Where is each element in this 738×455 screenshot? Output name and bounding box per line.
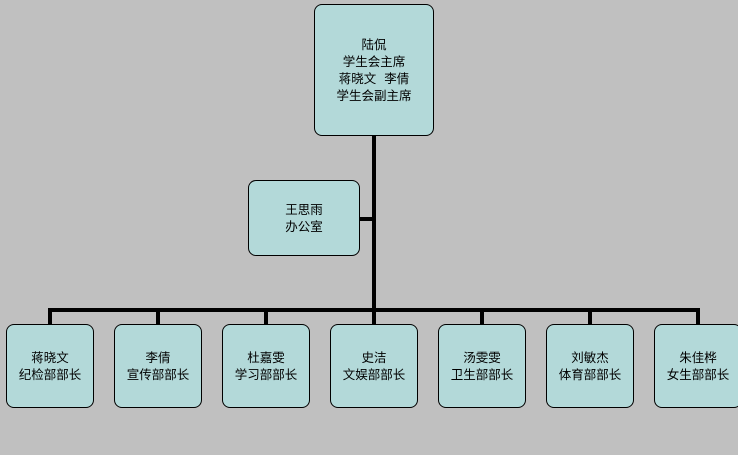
node-dept-4-line-1: 史洁 bbox=[361, 350, 387, 365]
node-dept-3[interactable]: 杜嘉雯 学习部部长 bbox=[222, 324, 310, 408]
node-dept-2-line-1: 李倩 bbox=[145, 350, 171, 365]
connector-drop-dept-5 bbox=[480, 308, 484, 324]
node-dept-1-line-2: 纪检部部长 bbox=[18, 367, 82, 382]
node-dept-3-line-2: 学习部部长 bbox=[234, 367, 298, 382]
node-dept-5[interactable]: 汤雯雯 卫生部部长 bbox=[438, 324, 526, 408]
node-dept-6-line-2: 体育部部长 bbox=[558, 367, 622, 382]
node-root[interactable]: 陆侃 学生会主席 蒋晓文 李倩 学生会副主席 bbox=[314, 4, 434, 136]
node-dept-6-line-1: 刘敏杰 bbox=[571, 350, 609, 365]
node-dept-5-line-2: 卫生部部长 bbox=[450, 367, 514, 382]
node-dept-6[interactable]: 刘敏杰 体育部部长 bbox=[546, 324, 634, 408]
node-dept-1-line-1: 蒋晓文 bbox=[31, 350, 69, 365]
connector-drop-dept-4 bbox=[372, 308, 376, 324]
node-office-line-2: 办公室 bbox=[285, 219, 323, 234]
node-dept-7-line-1: 朱佳桦 bbox=[679, 350, 717, 365]
node-root-line-3: 蒋晓文 李倩 bbox=[338, 71, 410, 86]
node-dept-7[interactable]: 朱佳桦 女生部部长 bbox=[654, 324, 738, 408]
connector-drop-dept-1 bbox=[48, 308, 52, 324]
connector-drop-dept-2 bbox=[156, 308, 160, 324]
node-dept-3-line-1: 杜嘉雯 bbox=[247, 350, 285, 365]
node-dept-4-line-2: 文娱部部长 bbox=[342, 367, 406, 382]
connector-drop-dept-3 bbox=[264, 308, 268, 324]
node-root-line-1: 陆侃 bbox=[361, 37, 387, 52]
node-office-line-1: 王思雨 bbox=[285, 202, 323, 217]
connector-office-stub bbox=[360, 217, 374, 221]
node-dept-2[interactable]: 李倩 宣传部部长 bbox=[114, 324, 202, 408]
node-dept-5-line-1: 汤雯雯 bbox=[463, 350, 501, 365]
node-dept-4[interactable]: 史洁 文娱部部长 bbox=[330, 324, 418, 408]
node-root-line-2: 学生会主席 bbox=[342, 54, 406, 69]
node-root-line-4: 学生会副主席 bbox=[336, 88, 412, 103]
node-dept-7-line-2: 女生部部长 bbox=[666, 367, 730, 382]
connector-drop-dept-7 bbox=[696, 308, 700, 324]
node-dept-1[interactable]: 蒋晓文 纪检部部长 bbox=[6, 324, 94, 408]
connector-root-trunk bbox=[372, 136, 376, 310]
node-dept-2-line-2: 宣传部部长 bbox=[126, 367, 190, 382]
node-office[interactable]: 王思雨 办公室 bbox=[248, 180, 360, 256]
connector-drop-dept-6 bbox=[588, 308, 592, 324]
